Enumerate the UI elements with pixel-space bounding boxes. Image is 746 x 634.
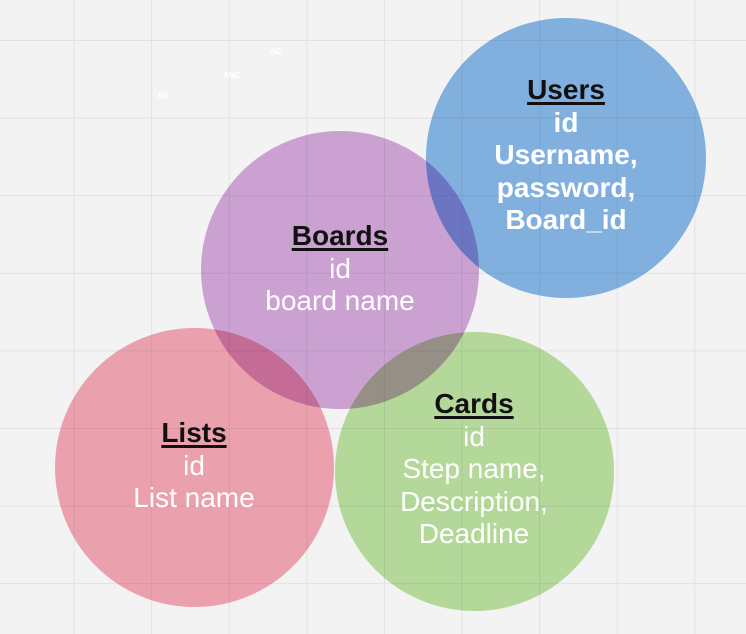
boards-label: Boards id board name <box>240 220 440 318</box>
users-field-board-id: Board_id <box>505 204 627 235</box>
users-field-password: password, <box>496 171 636 203</box>
cards-field-id: id <box>463 420 485 452</box>
overlap-mark-abc: ABC <box>223 71 241 80</box>
users-field-id: id <box>553 106 579 138</box>
overlap-mark-ac: AC <box>270 47 282 56</box>
lists-field-id: id <box>183 449 205 481</box>
cards-title: Cards <box>434 388 514 419</box>
lists-label: Lists id List name <box>94 417 294 515</box>
cards-field-deadline: Deadline <box>418 518 530 549</box>
cards-field-step-name: Step name, <box>402 453 546 484</box>
cards-circle[interactable] <box>335 332 614 611</box>
overlap-mark-ab: AB <box>157 91 169 100</box>
boards-field-board-name: board name <box>265 285 415 316</box>
lists-title: Lists <box>161 417 227 448</box>
boards-title: Boards <box>291 220 389 251</box>
cards-label: Cards id Step name, Description, Deadlin… <box>374 388 574 551</box>
cards-field-description: Description, <box>400 485 548 517</box>
boards-field-id: id <box>329 252 351 284</box>
users-label: Users id Username, password, Board_id <box>466 74 666 237</box>
lists-circle[interactable] <box>55 328 334 607</box>
lists-field-list-name: List name <box>133 482 255 513</box>
users-field-username: Username, <box>494 139 638 170</box>
users-title: Users <box>527 74 605 105</box>
